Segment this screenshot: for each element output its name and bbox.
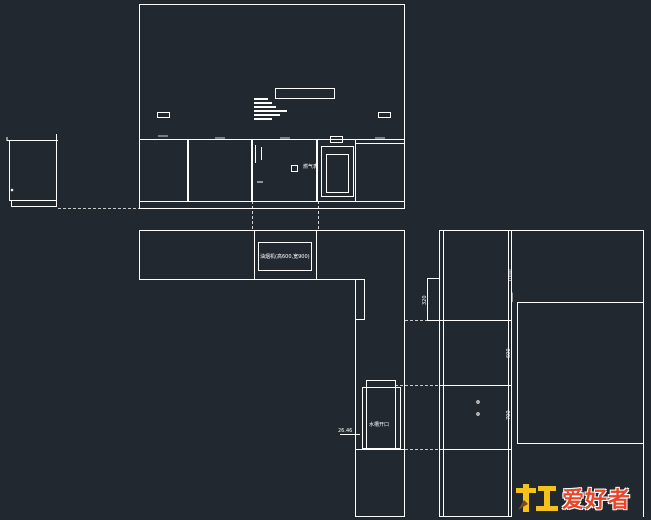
sink-outer: [366, 380, 396, 449]
sink-opening-label: 水槽开口: [369, 421, 389, 428]
base-cabinet-5: [355, 143, 405, 202]
watermark-logo: 爱好者: [514, 480, 644, 516]
side-wall-niche: [427, 278, 440, 321]
gas-meter-mark: [291, 165, 298, 172]
watermark-text: 爱好者: [562, 488, 632, 513]
text-lines-block: [254, 98, 287, 120]
appliance-outer: [321, 146, 354, 197]
base-cabinet-2: [188, 139, 252, 202]
fridge-block: [517, 302, 644, 444]
range-hood-note: 油烟机(高600,宽900): [260, 253, 310, 260]
side-dim-1: 1000: [508, 269, 514, 282]
range-hood-note-box: [258, 242, 312, 271]
tall-unit-outline: [439, 230, 512, 517]
side-dim-2: 600: [506, 348, 512, 358]
woodworker-mark-icon: [514, 482, 560, 514]
title-label-box: [275, 88, 335, 99]
side-dimension-label: 26.46: [338, 428, 352, 434]
sink-inner: [362, 387, 401, 449]
wall-elevation-outline: [139, 4, 405, 209]
side-dim-4: 320: [422, 295, 428, 305]
socket-right: [378, 112, 391, 118]
side-dim-3: 700: [506, 410, 512, 420]
elevation-cabinet-label: 燃气表: [303, 163, 318, 170]
base-cabinet-1: [139, 139, 188, 202]
socket-left: [157, 112, 170, 118]
base-cabinet-3: [252, 139, 317, 202]
side-cabinet: [9, 140, 57, 201]
appliance-inner: [326, 154, 349, 193]
dimension-ticks-top: [158, 135, 385, 139]
counter-plan-outline: [139, 230, 405, 517]
